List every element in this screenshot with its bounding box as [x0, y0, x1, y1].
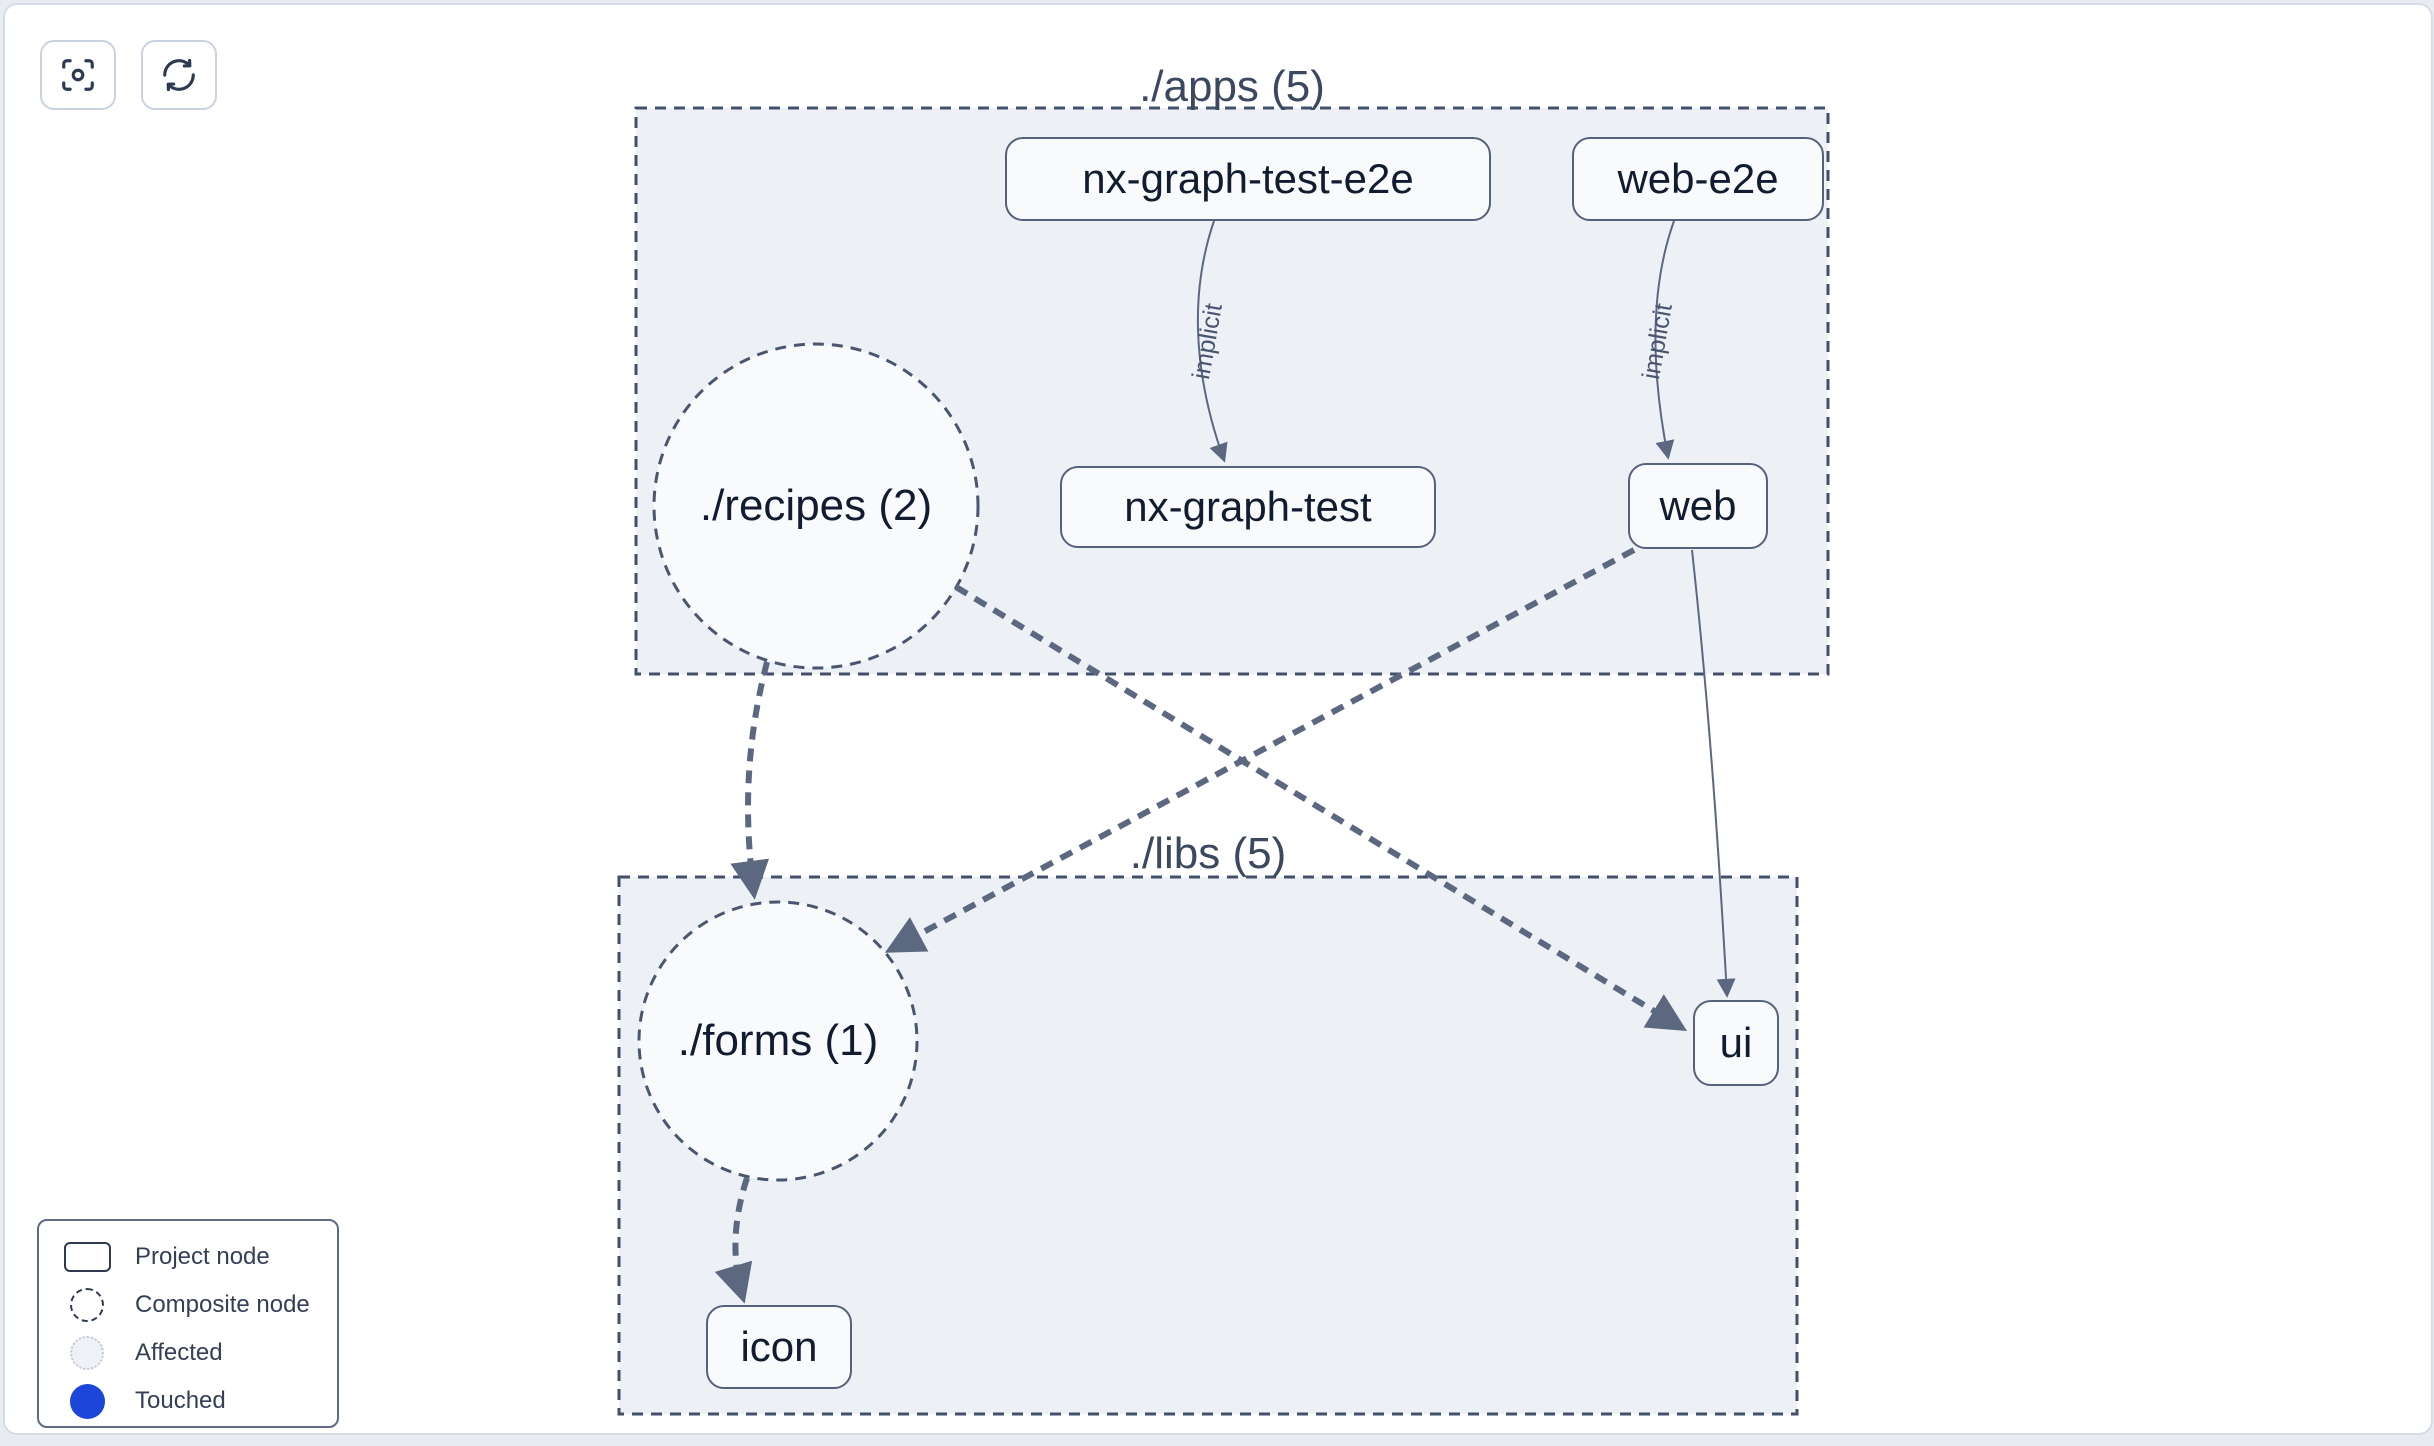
node-web[interactable]: web [1628, 463, 1768, 549]
graph-canvas: ./apps (5) ./libs (5) nx-graph-test-e2e … [3, 3, 2433, 1435]
legend-label: Project node [135, 1243, 270, 1270]
composite-circle-forms[interactable] [637, 900, 919, 1182]
legend: Project node Composite node Affected Tou… [37, 1219, 339, 1428]
composite-circle-recipes[interactable] [652, 342, 980, 670]
edge-recipes-to-ui [954, 584, 1687, 1032]
edge-recipes-to-forms [730, 661, 770, 900]
focus-icon [62, 59, 94, 91]
node-nx-graph-test-e2e[interactable]: nx-graph-test-e2e [1005, 137, 1491, 221]
refresh-icon [163, 58, 195, 92]
touched-icon [69, 1383, 105, 1419]
node-nx-graph-test[interactable]: nx-graph-test [1060, 466, 1436, 548]
legend-row-touched: Touched [39, 1377, 337, 1425]
composite-node-recipes[interactable]: ./recipes (2) [699, 481, 933, 530]
legend-row-project-node: Project node [39, 1233, 337, 1281]
node-web-e2e[interactable]: web-e2e [1572, 137, 1824, 221]
edge-web-to-forms [884, 547, 1636, 953]
edge-web-e2e-to-web [1654, 220, 1675, 460]
node-icon[interactable]: icon [706, 1305, 852, 1389]
affected-icon [70, 1336, 104, 1370]
legend-label: Composite node [135, 1291, 310, 1318]
node-ui[interactable]: ui [1693, 1000, 1779, 1086]
legend-row-affected: Affected [39, 1329, 337, 1377]
refresh-button[interactable] [141, 40, 217, 110]
edge-nx-graph-test-e2e-to-nx-graph-test [1196, 220, 1228, 463]
composite-node-icon [70, 1288, 104, 1322]
legend-label: Affected [135, 1339, 223, 1366]
composite-node-forms[interactable]: ./forms (1) [677, 1016, 879, 1065]
legend-row-composite-node: Composite node [39, 1281, 337, 1329]
reset-focus-button[interactable] [40, 40, 116, 110]
project-node-icon [63, 1242, 111, 1272]
legend-label: Touched [135, 1387, 226, 1414]
edge-web-to-ui [1691, 549, 1736, 998]
